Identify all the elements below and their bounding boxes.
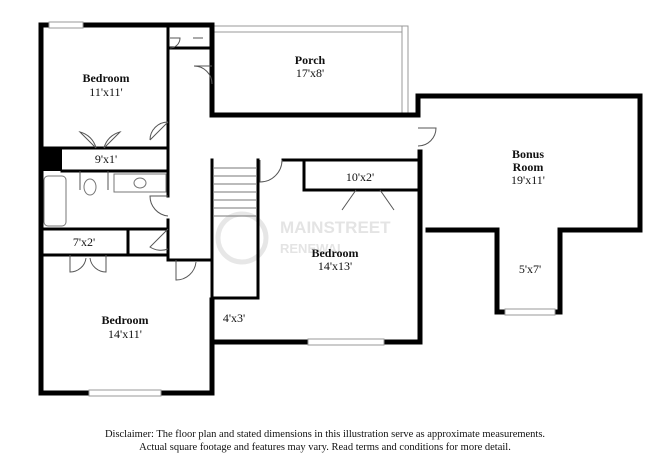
- watermark: MAINSTREET RENEWAL: [215, 211, 391, 265]
- bedroom-center-name: Bedroom: [311, 246, 358, 260]
- chimney-block: [41, 148, 62, 171]
- closet-10x2-dims: 10'x2': [346, 170, 374, 184]
- porch-rail: [213, 25, 409, 33]
- watermark-line1: MAINSTREET: [280, 218, 391, 237]
- bedroom-nw-dims: 11'x11': [89, 85, 122, 99]
- nook-5x7-dims: 5'x7': [519, 262, 541, 276]
- closet-7x2-dims: 7'x2': [73, 235, 95, 249]
- porch-name: Porch: [295, 53, 326, 67]
- closet-9x1-dims: 9'x1': [95, 152, 117, 166]
- porch-door: [193, 65, 213, 85]
- watermark-line2: RENEWAL: [280, 241, 345, 256]
- porch-rail-side: [401, 25, 409, 115]
- closet-4x3-dims: 4'x3': [223, 311, 245, 325]
- windows: [48, 21, 556, 397]
- bonus-room-name-line1: Bonus: [512, 147, 544, 161]
- bedroom-center-dims: 14'x13': [318, 259, 352, 273]
- disclaimer-line1: Disclaimer: The floor plan and stated di…: [104, 429, 546, 440]
- vanity: [113, 173, 167, 193]
- disclaimer-line2: Actual square footage and features may v…: [139, 442, 511, 453]
- bedroom-sw-name: Bedroom: [101, 313, 148, 327]
- bathtub: [43, 175, 67, 227]
- bonus-room-name-line2: Room: [513, 160, 544, 174]
- staircase: [214, 167, 256, 217]
- bonus-room-dims: 19'x11': [511, 173, 545, 187]
- porch-dims: 17'x8': [296, 66, 324, 80]
- bedroom-sw-dims: 14'x11': [108, 327, 142, 341]
- toilet: [83, 178, 97, 196]
- sink: [133, 177, 147, 189]
- bathroom-fixtures: [43, 173, 167, 227]
- doors: [69, 37, 437, 281]
- bedroom-nw-name: Bedroom: [82, 71, 129, 85]
- watermark-logo-icon: [215, 211, 269, 265]
